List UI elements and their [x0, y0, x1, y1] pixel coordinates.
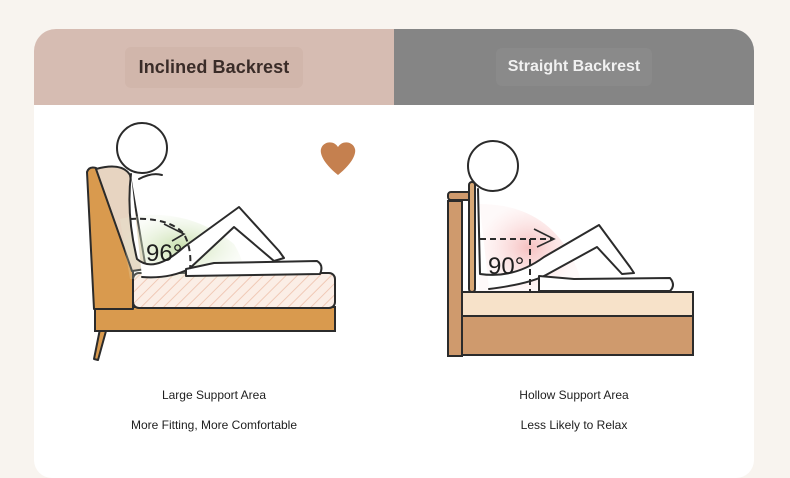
straight-title: Straight Backrest	[495, 48, 653, 86]
comparison-card: Inclined Backrest Straight Backrest	[34, 29, 754, 478]
angle-guides-inclined	[129, 217, 192, 270]
straight-caption-2: Less Likely to Relax	[520, 418, 628, 432]
inclined-angle-label: 96°	[146, 240, 182, 267]
straight-caption-1: Hollow Support Area	[519, 388, 629, 402]
inclined-header: Inclined Backrest	[34, 29, 394, 105]
straight-angle-label: 90°	[488, 253, 524, 280]
inclined-title: Inclined Backrest	[124, 46, 304, 88]
angle-guides-straight	[480, 238, 552, 291]
straight-header: Straight Backrest	[394, 29, 754, 105]
inclined-caption-1: Large Support Area	[161, 388, 267, 402]
person-inclined	[116, 122, 323, 279]
illustration: 96° 90°	[86, 122, 694, 361]
heart-icon	[320, 142, 356, 175]
inclined-caption-2: More Fitting, More Comfortable	[130, 418, 298, 432]
person-straight	[467, 140, 674, 292]
straight-bed	[447, 181, 694, 357]
